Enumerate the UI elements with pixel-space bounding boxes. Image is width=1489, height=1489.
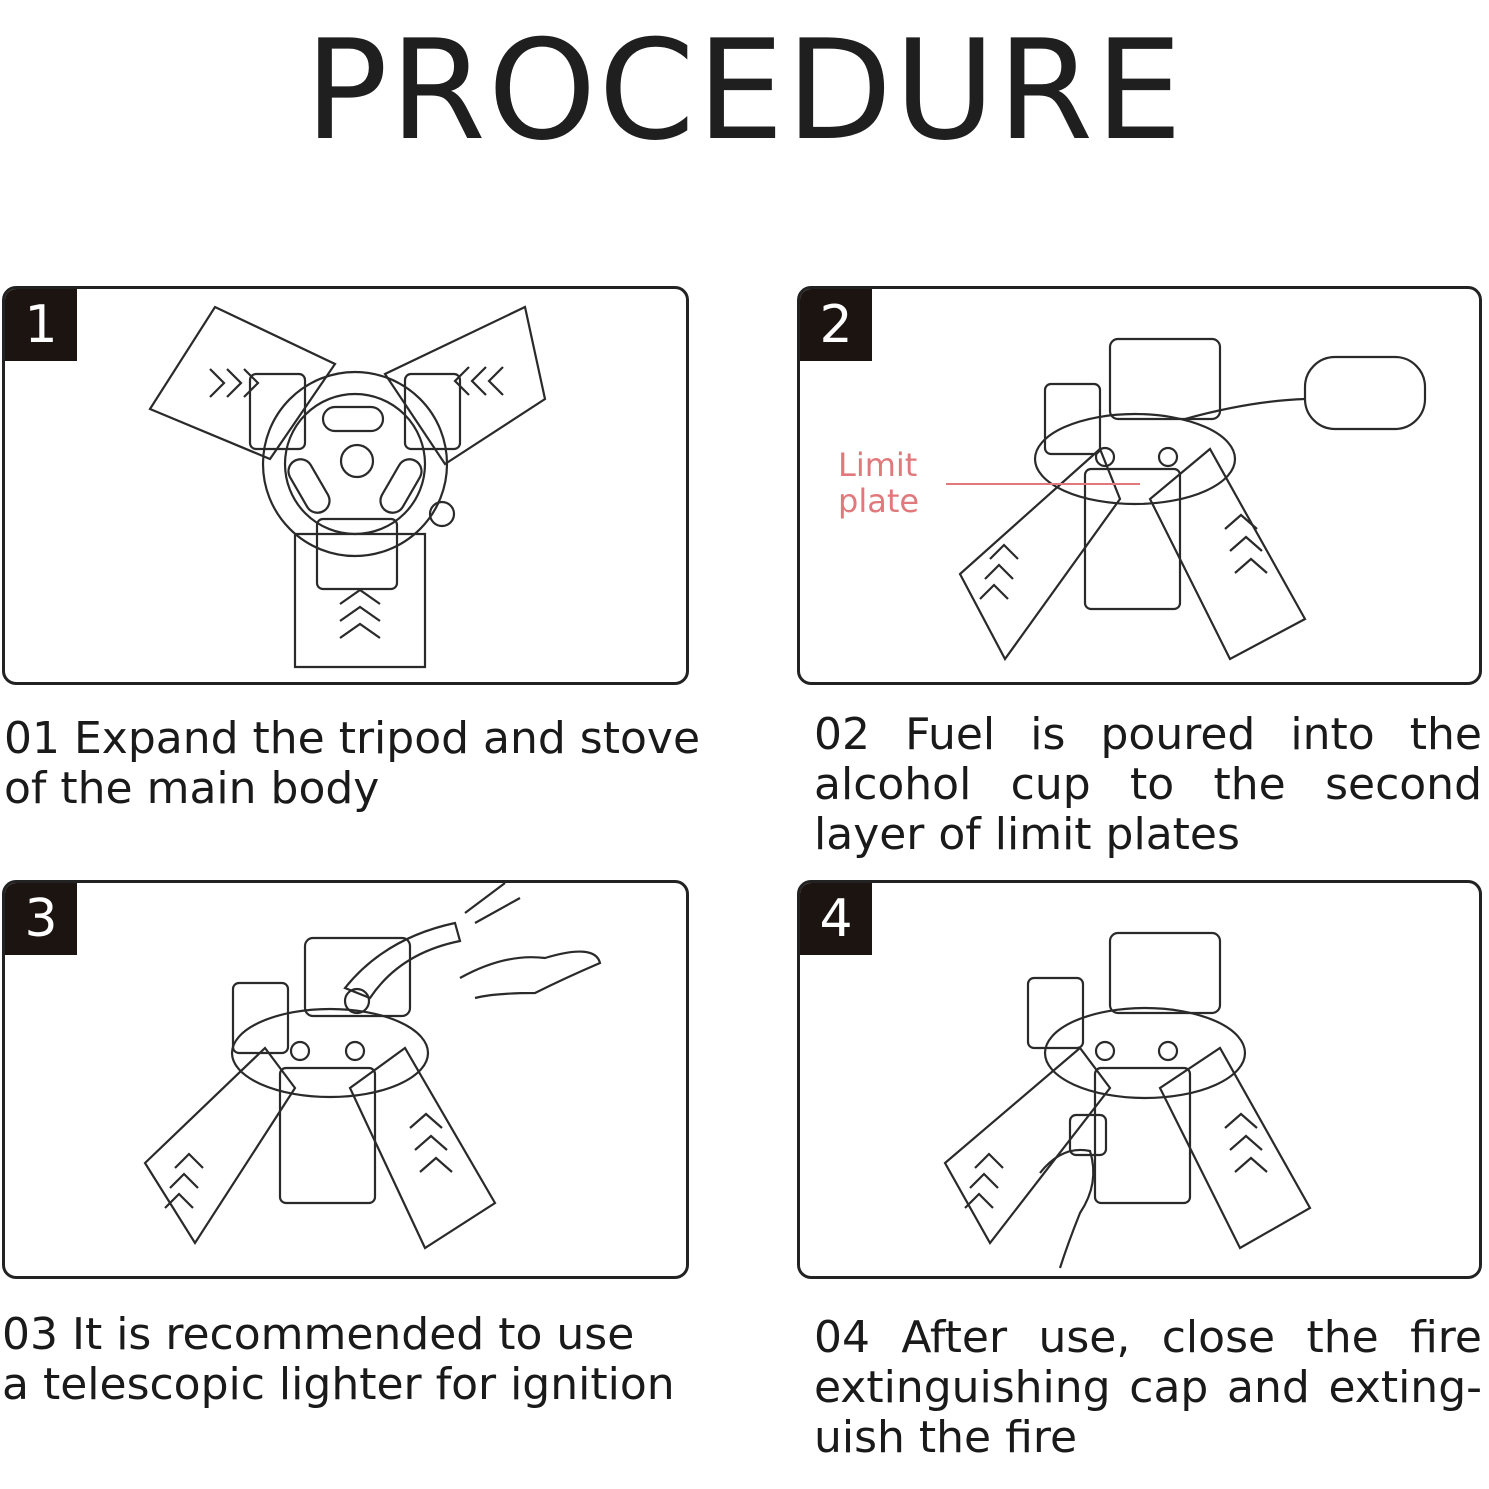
step-3-number-badge: 3 bbox=[5, 883, 77, 955]
page-title: PROCEDURE bbox=[304, 10, 1185, 171]
step-4-illustration-panel: 4 bbox=[797, 880, 1482, 1279]
stove-extinguish-illustration bbox=[943, 931, 1312, 1269]
step-4-number-badge: 4 bbox=[800, 883, 872, 955]
stove-expanded-top-view-illustration bbox=[148, 305, 547, 669]
step-4-caption: 04 After use, close the fire extinguishi… bbox=[814, 1313, 1482, 1463]
step-1-illustration-panel: 1 bbox=[2, 286, 689, 685]
caption-line: alcohol cup to the second bbox=[814, 759, 1482, 810]
caption-line: 04 After use, close the fire bbox=[814, 1312, 1482, 1363]
step-2-caption: 02 Fuel is poured into the alcohol cup t… bbox=[814, 710, 1482, 860]
step-1-number-badge: 1 bbox=[5, 289, 77, 361]
stove-fueling-illustration bbox=[958, 337, 1427, 662]
caption-line: layer of limit plates bbox=[814, 809, 1240, 860]
caption-line: a telescopic lighter for ignition bbox=[2, 1359, 675, 1410]
caption-line: 01 Expand the tripod and stove bbox=[4, 713, 701, 764]
step-2-number-badge: 2 bbox=[800, 289, 872, 361]
caption-line: of the main body bbox=[4, 763, 380, 814]
step-2-illustration-panel: 2 bbox=[797, 286, 1482, 685]
step-1-caption: 01 Expand the tripod and stove of the ma… bbox=[4, 713, 701, 814]
callout-line-1: Limit bbox=[838, 446, 918, 484]
caption-line: 03 It is recommended to use bbox=[2, 1309, 635, 1360]
callout-line-2: plate bbox=[838, 482, 920, 520]
step-3-caption: 03 It is recommended to use a telescopic… bbox=[2, 1310, 682, 1410]
stove-ignition-illustration bbox=[143, 883, 602, 1250]
caption-line: extinguishing cap and exting- bbox=[814, 1362, 1482, 1413]
caption-line: uish the fire bbox=[814, 1412, 1078, 1463]
caption-line: 02 Fuel is poured into the bbox=[814, 709, 1482, 760]
limit-plate-callout-label: Limit plate bbox=[838, 447, 919, 519]
step-3-illustration-panel: 3 bbox=[2, 880, 689, 1279]
limit-plate-leader-line bbox=[946, 483, 1140, 485]
